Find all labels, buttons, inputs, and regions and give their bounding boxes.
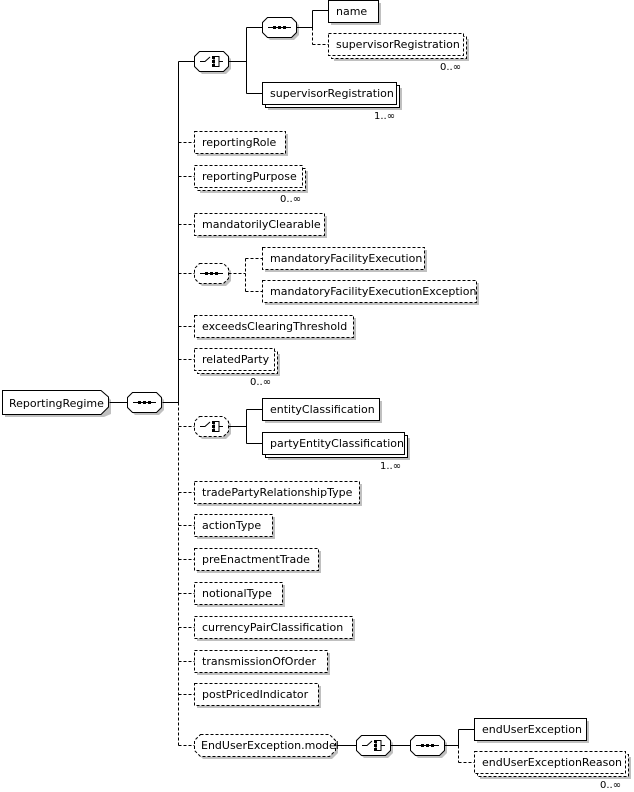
- element-endUserExceptionReason[interactable]: [474, 751, 632, 780]
- element-mandatoryFacilityExecution[interactable]: [262, 247, 428, 273]
- element-label: actionType: [202, 519, 261, 532]
- choice-icon-dot: [212, 429, 215, 432]
- element-exceedsClearingThreshold[interactable]: [194, 315, 357, 341]
- element-reportingPurpose[interactable]: [194, 165, 309, 194]
- element-label: name: [336, 5, 367, 18]
- occurrence-label: 1..∞: [380, 461, 401, 472]
- choice-icon-dot: [374, 740, 377, 743]
- occurrence-label: 0..∞: [600, 780, 621, 791]
- sequence-icon-dot: [138, 401, 141, 404]
- element-label: partyEntityClassification: [270, 437, 404, 450]
- element-entityClassification[interactable]: [262, 398, 383, 424]
- choice-compositor[interactable]: [194, 416, 229, 437]
- element-actionType[interactable]: [194, 514, 276, 540]
- element-mandatoryFacilityExecutionException[interactable]: [262, 280, 480, 306]
- element-label: notionalType: [202, 587, 272, 600]
- sequence-icon-dot: [205, 272, 208, 275]
- sequence-icon-dot: [431, 744, 434, 747]
- occurrence-label: 0..∞: [440, 62, 461, 73]
- element-postPricedIndicator[interactable]: [194, 683, 322, 709]
- element-supervisorRegistration_opt[interactable]: [328, 33, 470, 62]
- sequence-icon-dot: [278, 26, 281, 29]
- occurrence-label: 0..∞: [280, 194, 301, 205]
- element-endUserException[interactable]: [474, 718, 590, 744]
- element-transmissionOfOrder[interactable]: [194, 650, 331, 676]
- element-label: supervisorRegistration: [270, 87, 394, 100]
- sequence-icon-dot: [210, 272, 213, 275]
- element-label: mandatoryFacilityExecution: [270, 252, 422, 265]
- choice-compositor[interactable]: [356, 735, 391, 756]
- element-label: reportingPurpose: [202, 170, 297, 183]
- element-label: preEnactmentTrade: [202, 553, 310, 566]
- group-label: EndUserException.model: [201, 739, 339, 752]
- sequence-icon-dot: [215, 272, 218, 275]
- occurrence-label: 1..∞: [374, 111, 395, 122]
- group-EndUserException-model[interactable]: [194, 734, 336, 757]
- sequence-icon-dot: [283, 26, 286, 29]
- choice-icon-dot: [374, 748, 377, 751]
- element-currencyPairClassification[interactable]: [194, 616, 356, 642]
- element-label: transmissionOfOrder: [202, 655, 317, 668]
- element-label: endUserExceptionReason: [482, 756, 622, 769]
- sequence-icon-dot: [421, 744, 424, 747]
- choice-icon-dot: [212, 56, 215, 59]
- root-element-ReportingRegime[interactable]: [2, 390, 109, 415]
- element-reportingRole[interactable]: [194, 131, 289, 157]
- element-partyEntityClassification[interactable]: [262, 432, 411, 461]
- element-label: tradePartyRelationshipType: [202, 486, 353, 499]
- root-element-label: ReportingRegime: [9, 397, 104, 410]
- element-label: exceedsClearingThreshold: [202, 320, 347, 333]
- element-label: relatedParty: [202, 353, 270, 366]
- choice-icon-dot: [212, 425, 215, 428]
- element-label: supervisorRegistration: [336, 38, 460, 51]
- element-label: postPricedIndicator: [202, 688, 309, 701]
- choice-icon-dot: [212, 60, 215, 63]
- element-mandatorilyClearable[interactable]: [194, 213, 328, 239]
- sequence-icon-dot: [148, 401, 151, 404]
- sequence-icon-dot: [426, 744, 429, 747]
- element-name[interactable]: [328, 0, 382, 26]
- element-label: reportingRole: [202, 136, 277, 149]
- element-label: mandatoryFacilityExecutionException: [270, 285, 476, 298]
- sequence-icon-dot: [273, 26, 276, 29]
- occurrence-label: 0..∞: [250, 377, 271, 388]
- element-tradePartyRelationshipType[interactable]: [194, 481, 363, 507]
- element-preEnactmentTrade[interactable]: [194, 548, 322, 574]
- choice-icon-dot: [212, 64, 215, 67]
- choice-icon-dot: [212, 421, 215, 424]
- element-label: mandatorilyClearable: [202, 218, 321, 231]
- element-supervisorRegistration_req[interactable]: [262, 82, 403, 111]
- element-label: currencyPairClassification: [202, 621, 343, 634]
- element-label: entityClassification: [270, 403, 375, 416]
- element-label: endUserException: [482, 723, 582, 736]
- sequence-icon-dot: [143, 401, 146, 404]
- element-notionalType[interactable]: [194, 582, 286, 608]
- element-relatedParty[interactable]: [194, 348, 281, 377]
- choice-icon-dot: [374, 744, 377, 747]
- choice-compositor[interactable]: [194, 51, 229, 72]
